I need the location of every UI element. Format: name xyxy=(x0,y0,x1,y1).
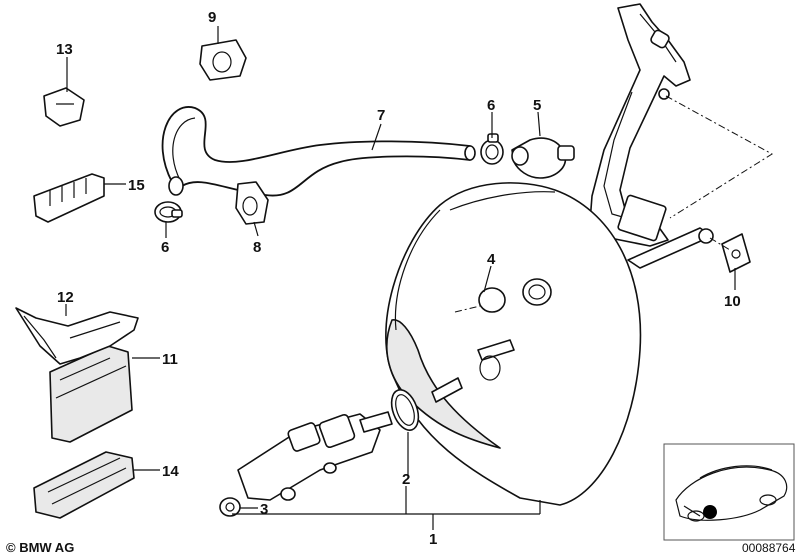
master-cylinder xyxy=(237,411,393,501)
grommet-8 xyxy=(235,181,269,225)
cable-holder-15 xyxy=(33,173,105,223)
callout-3: 3 xyxy=(260,501,268,518)
bracket-12 xyxy=(15,307,139,365)
grommet-9 xyxy=(199,39,247,81)
o-ring xyxy=(390,389,420,431)
brake-booster xyxy=(385,182,642,506)
hose-clamp-lower xyxy=(154,201,183,223)
cover-11 xyxy=(49,345,133,443)
callout-6-upper: 6 xyxy=(487,97,495,114)
leader-lines xyxy=(65,26,736,530)
callout-11: 11 xyxy=(162,351,178,368)
callout-7: 7 xyxy=(377,107,385,124)
callout-4: 4 xyxy=(487,251,496,268)
nut xyxy=(219,497,241,517)
callout-14: 14 xyxy=(162,463,179,480)
callout-13: 13 xyxy=(56,41,73,58)
check-valve xyxy=(511,137,575,179)
callout-10: 10 xyxy=(724,293,741,310)
hose-clamp-upper xyxy=(480,133,504,165)
callout-9: 9 xyxy=(208,9,216,26)
pushrod xyxy=(627,227,714,269)
copyright-label: © BMW AG xyxy=(6,540,74,555)
connection-line-pushrod xyxy=(709,237,731,251)
connection-line-pedal xyxy=(665,95,773,219)
callout-15: 15 xyxy=(128,177,145,194)
callout-2: 2 xyxy=(402,471,410,488)
brake-pedal xyxy=(589,3,691,247)
locator-dot xyxy=(703,505,717,519)
callout-8: 8 xyxy=(253,239,261,256)
document-number: 00088764 xyxy=(742,541,796,555)
clip-13 xyxy=(43,87,85,127)
callout-6-lower: 6 xyxy=(161,239,169,256)
clip-10 xyxy=(721,233,751,273)
callout-5: 5 xyxy=(533,97,541,114)
callout-12: 12 xyxy=(57,289,74,306)
callout-1: 1 xyxy=(429,531,437,548)
cable-holder-14 xyxy=(33,451,135,519)
car-locator-thumbnail xyxy=(663,443,795,541)
connection-line-booster xyxy=(454,305,481,313)
vacuum-hose xyxy=(161,106,476,197)
